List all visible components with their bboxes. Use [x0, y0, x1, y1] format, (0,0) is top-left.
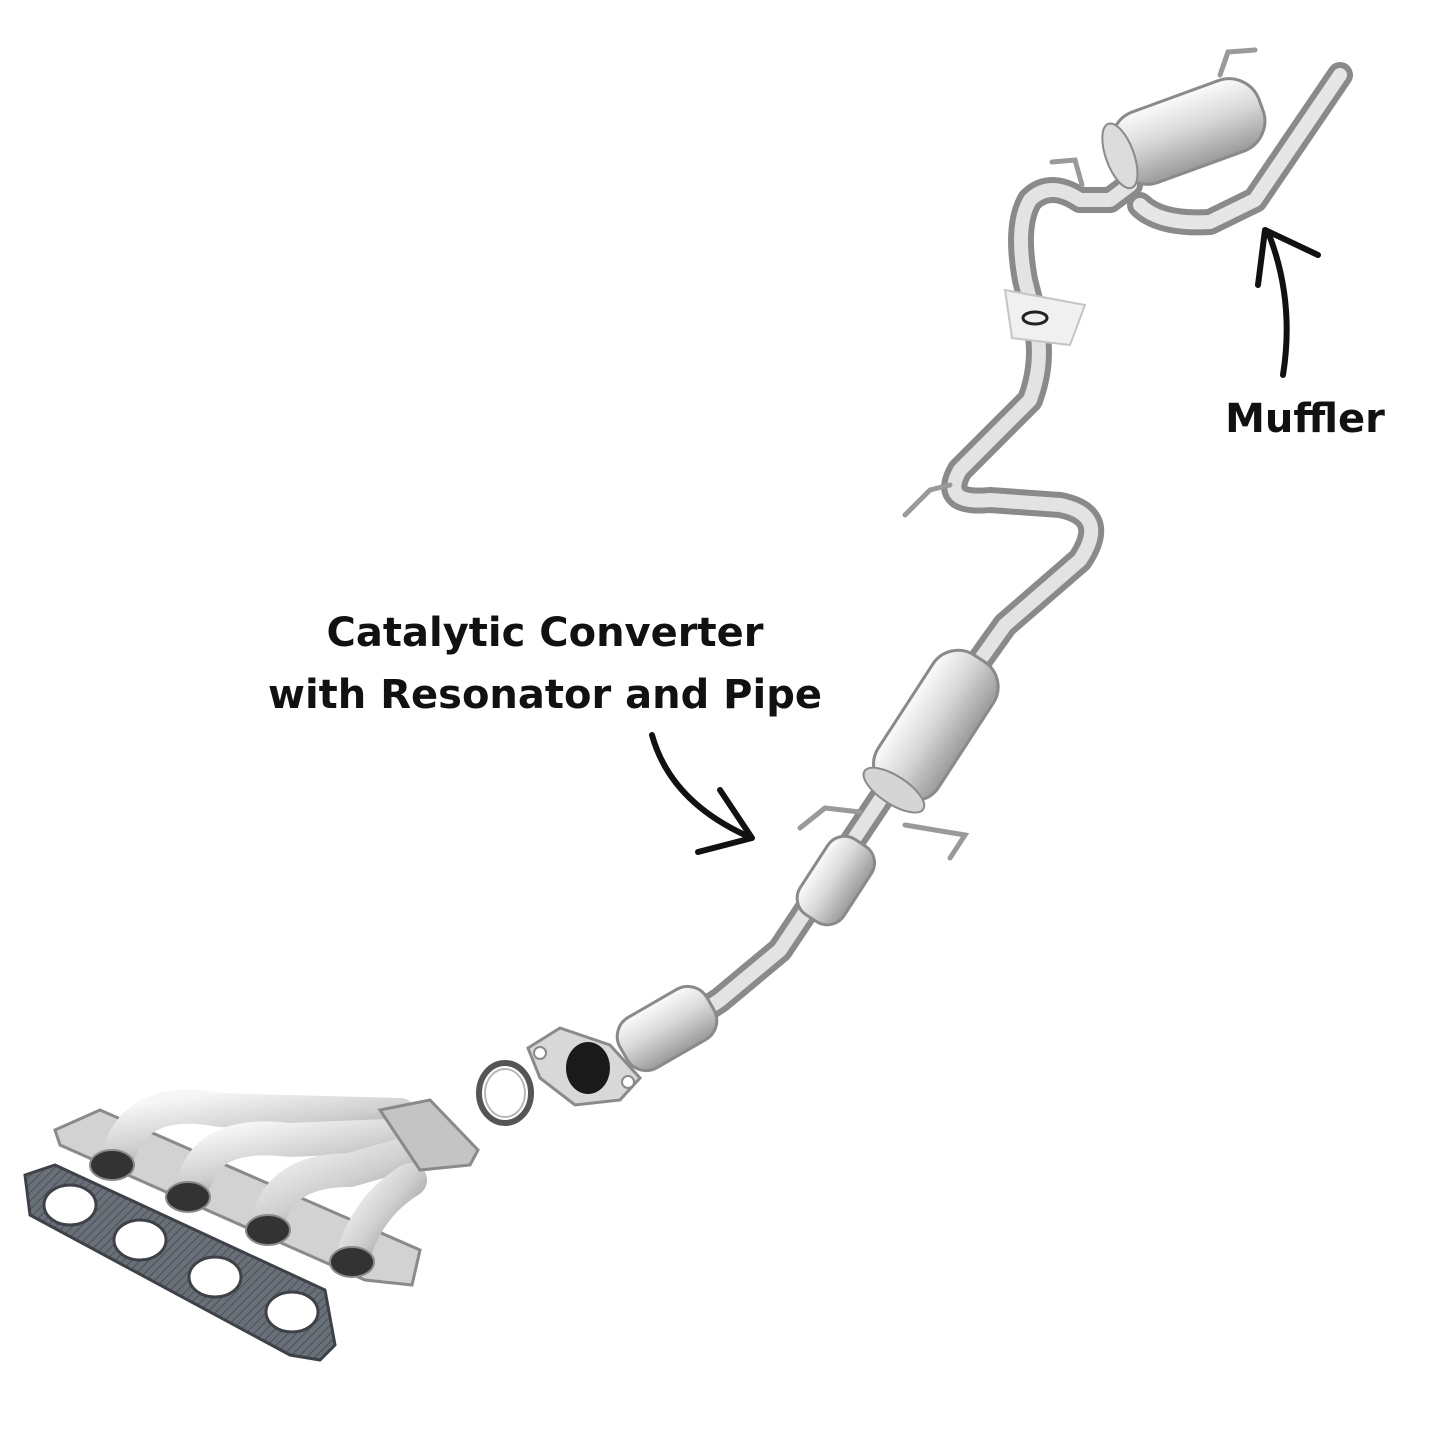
- catalytic-converter-label-line1: Catalytic Converter: [326, 610, 764, 656]
- muffler-label: Muffler: [1225, 396, 1385, 442]
- hanger-brackets: [797, 47, 1258, 861]
- muffler: [1101, 62, 1353, 236]
- catalytic-converter-rear: [795, 834, 876, 927]
- resonator: [862, 648, 1000, 814]
- manifold-gasket: [23, 1163, 337, 1362]
- catalytic-converter-front: [615, 984, 719, 1073]
- front-flange: [526, 1026, 643, 1107]
- curved-arrow-icon: [649, 732, 755, 855]
- exhaust-pipe: [647, 172, 1143, 1053]
- curved-arrow-icon: [1255, 227, 1321, 378]
- exhaust-manifold: [53, 1089, 480, 1287]
- catalytic-converter-label: Catalytic Converter with Resonator and P…: [210, 602, 880, 726]
- catalytic-converter-label-line2: with Resonator and Pipe: [268, 672, 822, 718]
- ring-gasket: [476, 1060, 534, 1126]
- pipe-sleeve: [1003, 288, 1087, 347]
